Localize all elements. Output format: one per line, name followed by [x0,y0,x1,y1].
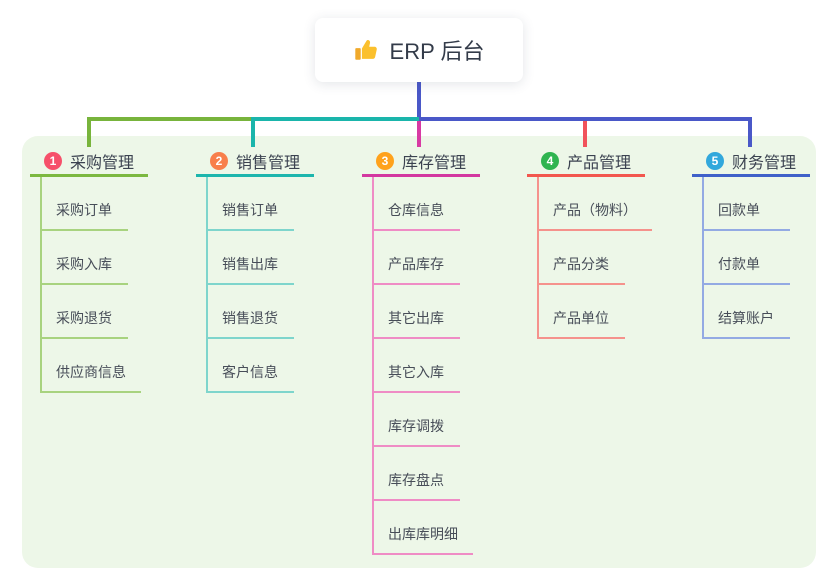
branch-purchase-title[interactable]: 1 采购管理 [30,147,148,177]
node-other-inbound[interactable]: 其它入库 [374,339,460,393]
root-node-erp[interactable]: ERP 后台 [315,18,523,82]
root-node-label: ERP 后台 [389,39,485,64]
connector-drop-branch3 [417,121,421,147]
branches-background-panel [22,136,816,568]
node-product-category[interactable]: 产品分类 [539,231,625,285]
node-purchase-return[interactable]: 采购退货 [42,285,128,339]
node-sales-outbound[interactable]: 销售出库 [208,231,294,285]
connector-drop-branch2 [251,117,255,147]
connector-bus-green [87,117,254,121]
node-customer-info[interactable]: 客户信息 [208,339,294,393]
branch-product-title[interactable]: 4 产品管理 [527,147,645,177]
node-stock-transfer[interactable]: 库存调拨 [374,393,460,447]
branch-title-label: 财务管理 [732,154,797,172]
node-receipt-order[interactable]: 回款单 [704,177,790,231]
branch-inventory-children: 仓库信息 产品库存 其它出库 其它入库 库存调拨 库存盘点 出库库明细 [372,177,473,555]
node-purchase-inbound[interactable]: 采购入库 [42,231,128,285]
branch-product-children: 产品（物料） 产品分类 产品单位 [537,177,652,339]
node-settlement-account[interactable]: 结算账户 [704,285,790,339]
node-sales-order[interactable]: 销售订单 [208,177,294,231]
node-purchase-order[interactable]: 采购订单 [42,177,128,231]
branch-number-badge: 3 [376,151,394,170]
node-warehouse-info[interactable]: 仓库信息 [374,177,460,231]
branch-title-label: 库存管理 [402,154,467,172]
node-stock-count[interactable]: 库存盘点 [374,447,460,501]
branch-finance-title[interactable]: 5 财务管理 [692,147,810,177]
connector-drop-branch5 [748,117,752,147]
branch-sales: 2 销售管理 销售订单 销售出库 销售退货 客户信息 [196,147,314,393]
branch-finance-children: 回款单 付款单 结算账户 [702,177,790,339]
branch-title-label: 采购管理 [70,154,135,172]
branch-sales-children: 销售订单 销售出库 销售退货 客户信息 [206,177,294,393]
node-product-stock[interactable]: 产品库存 [374,231,460,285]
node-sales-return[interactable]: 销售退货 [208,285,294,339]
node-other-outbound[interactable]: 其它出库 [374,285,460,339]
branch-number-badge: 1 [44,151,62,170]
thumbs-up-icon [354,37,380,63]
branch-product: 4 产品管理 产品（物料） 产品分类 产品单位 [527,147,652,339]
connector-drop-branch4 [583,121,587,147]
node-outbound-detail[interactable]: 出库库明细 [374,501,473,555]
branch-finance: 5 财务管理 回款单 付款单 结算账户 [692,147,810,339]
connector-drop-branch1 [87,117,91,147]
branch-number-badge: 4 [541,151,559,170]
branch-sales-title[interactable]: 2 销售管理 [196,147,314,177]
branch-inventory-title[interactable]: 3 库存管理 [362,147,480,177]
branch-title-label: 销售管理 [236,154,301,172]
branch-number-badge: 2 [210,151,228,170]
node-payment-order[interactable]: 付款单 [704,231,790,285]
branch-purchase-children: 采购订单 采购入库 采购退货 供应商信息 [40,177,141,393]
node-supplier-info[interactable]: 供应商信息 [42,339,141,393]
branch-title-label: 产品管理 [567,154,632,172]
connector-root-drop [417,82,421,119]
connector-bus-blue [419,117,752,121]
node-product-material[interactable]: 产品（物料） [539,177,652,231]
branch-inventory: 3 库存管理 仓库信息 产品库存 其它出库 其它入库 库存调拨 库存盘点 出库库… [362,147,480,555]
node-product-unit[interactable]: 产品单位 [539,285,625,339]
branch-number-badge: 5 [706,151,724,170]
branch-purchase: 1 采购管理 采购订单 采购入库 采购退货 供应商信息 [30,147,148,393]
connector-bus-teal [251,117,419,121]
